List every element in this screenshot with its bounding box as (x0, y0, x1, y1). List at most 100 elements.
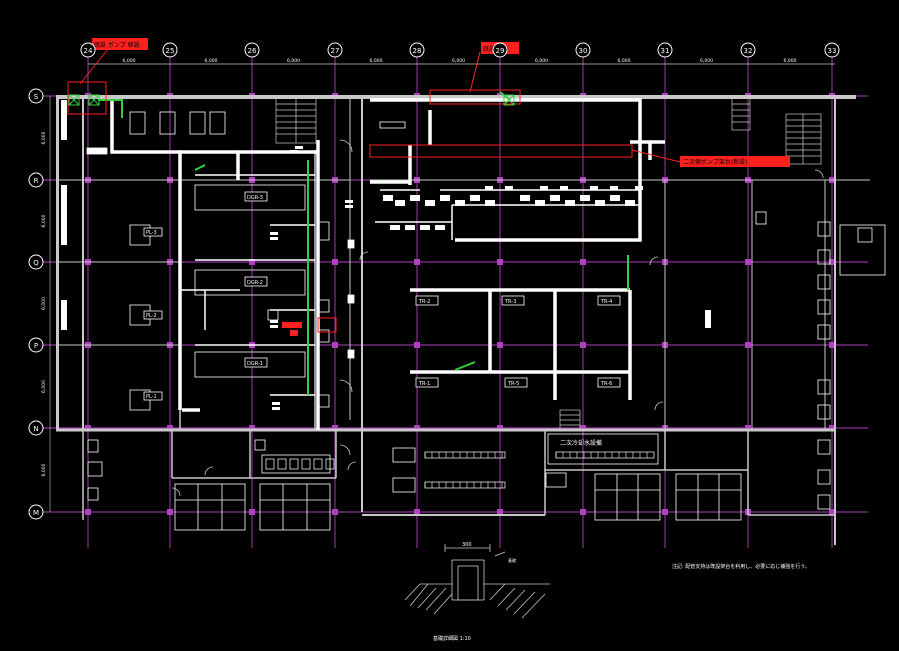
dimension-top: 6,000 (618, 58, 631, 64)
grid-label-row: Q (33, 259, 39, 267)
grid-bubble-col (80, 42, 96, 58)
breaker-unit (595, 200, 605, 206)
dimension-top: 6,000 (784, 58, 797, 64)
general-note: 注記: 配管支持は既設架台を利用し、必要に応じ補強を行う。 (672, 563, 810, 570)
grid-bubble-col (492, 42, 508, 58)
grid-bubble-col (824, 42, 840, 58)
grid-bubble-row (28, 420, 44, 436)
breaker-unit (410, 195, 420, 201)
dimension-top: 6,000 (535, 58, 548, 64)
breaker-unit (485, 200, 495, 206)
grid-label-row: S (34, 93, 39, 101)
red-markups (67, 43, 681, 333)
room-dgr1: DGR-1 (247, 361, 263, 367)
breaker-unit (272, 407, 280, 410)
dimension-left: 6,000 (41, 297, 47, 310)
breaker-unit (540, 186, 548, 190)
breaker-unit (383, 195, 393, 201)
grid-label-row: M (33, 509, 39, 517)
bus-rows (265, 451, 655, 489)
grid-label-col: 27 (331, 47, 340, 55)
breaker-unit (455, 200, 465, 206)
breaker-unit (405, 225, 415, 230)
callout-pump-base: 二次側ポンプ架台(新設) (683, 158, 748, 166)
breaker-unit (295, 146, 303, 149)
room-labels: DGR-3 DGR-2 DGR-1 TR-2 TR-3 TR-4 TR-1 TR… (146, 195, 612, 400)
staircase-b (785, 113, 822, 165)
grid-label-row: R (34, 177, 39, 185)
detail-dimension: 300 (462, 542, 472, 548)
grid-label-col: 24 (84, 47, 93, 55)
grid-label-col: 29 (496, 47, 505, 55)
room-pl1: PL-1 (146, 394, 157, 400)
room-tr3: TR-3 (504, 299, 516, 305)
detail-title: 基礎詳細図 1:10 (433, 635, 471, 642)
breaker-unit (420, 225, 430, 230)
breaker-unit (290, 150, 298, 153)
building-walls (56, 95, 870, 545)
breaker-unit (270, 232, 278, 235)
cable-routes (110, 98, 665, 430)
dimension-left: 6,000 (41, 131, 47, 144)
breaker-unit (590, 186, 598, 190)
dimension-left: 6,000 (41, 380, 47, 393)
breaker-unit (635, 186, 643, 190)
breaker-unit (270, 237, 278, 240)
dimension-top: 6,000 (205, 58, 218, 64)
breaker-unit (272, 402, 280, 405)
grid-bubble-row (28, 337, 44, 353)
grid-bubble-row (28, 88, 44, 104)
breaker-unit (270, 320, 278, 323)
dimension-top: 6,000 (452, 58, 465, 64)
grid-bubble-col (162, 42, 178, 58)
grid-label-col: 26 (248, 47, 257, 55)
breaker-unit (395, 200, 405, 206)
breaker-unit (565, 200, 575, 206)
room-dgr3: DGR-3 (247, 195, 263, 201)
red-equipment (282, 322, 302, 336)
room-tr2: TR-2 (418, 299, 430, 305)
staircase-a (275, 97, 317, 144)
foundation-detail (404, 544, 550, 619)
breaker-unit (270, 325, 278, 328)
panel-room-label: 二次冷却水設備 (560, 439, 602, 447)
dimension-left: 6,000 (41, 214, 47, 227)
panel-cell (301, 458, 311, 470)
breaker-unit (560, 186, 568, 190)
panel-cell (325, 458, 335, 470)
bus-row (424, 451, 506, 459)
breaker-unit (470, 195, 480, 201)
panel-cell (277, 458, 287, 470)
dimension-top: 6,000 (287, 58, 300, 64)
breaker-unit (520, 195, 530, 201)
green-markers (68, 94, 515, 106)
grid-label-col: 33 (828, 47, 837, 55)
door-swings (171, 139, 824, 497)
breaker-unit (485, 186, 493, 190)
breaker-unit (550, 195, 560, 201)
room-tags (143, 191, 621, 401)
grid-bubble-col (244, 42, 260, 58)
room-tr6: TR-6 (600, 381, 612, 387)
grid-bubble-col (575, 42, 591, 58)
room-tr1: TR-1 (418, 381, 430, 387)
breaker-unit (345, 205, 353, 208)
breaker-unit (440, 195, 450, 201)
breaker-unit (425, 200, 435, 206)
room-tr5: TR-5 (507, 381, 519, 387)
grid-bubble-col (740, 42, 756, 58)
grid-bubble-row (28, 504, 44, 520)
grid-bubble-row (28, 172, 44, 188)
panel-cell (313, 458, 323, 470)
grid-label-col: 28 (413, 47, 422, 55)
grid-label-col: 30 (579, 47, 588, 55)
grid-label-row: P (34, 342, 38, 350)
room-dgr2: DGR-2 (247, 280, 263, 286)
room-pl3: PL-3 (146, 230, 157, 236)
grid-bubble-col (327, 42, 343, 58)
dimension-top: 6,000 (700, 58, 713, 64)
bus-row (424, 481, 506, 489)
